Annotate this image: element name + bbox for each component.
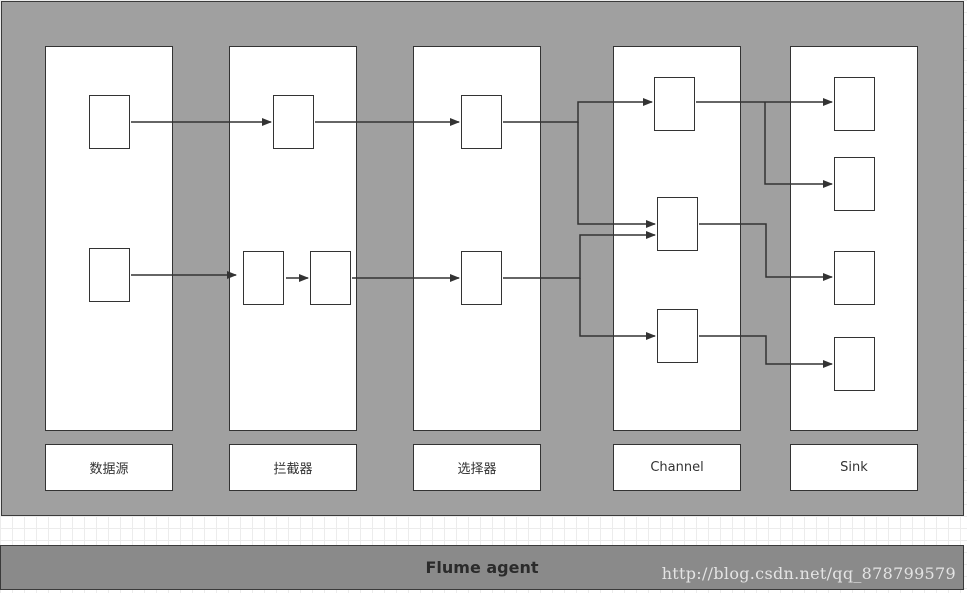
interceptor-label: 拦截器 [229, 444, 357, 491]
watermark-text: http://blog.csdn.net/qq_878799579 [661, 564, 956, 583]
sink-label: Sink [790, 444, 918, 491]
sink-node-3 [834, 251, 875, 305]
channel-label: Channel [613, 444, 741, 491]
sink-node-4 [834, 337, 875, 391]
source-node-2 [89, 248, 130, 302]
source-node-1 [89, 95, 130, 149]
interceptor-node-1 [273, 95, 314, 149]
channel-node-3 [657, 309, 698, 363]
selector-node-1 [461, 95, 502, 149]
flume-agent-bar: Flume agent [0, 545, 964, 590]
interceptor-node-2b [310, 251, 351, 305]
source-label: 数据源 [45, 444, 173, 491]
selector-label: 选择器 [413, 444, 541, 491]
sink-node-1 [834, 77, 875, 131]
channel-node-1 [654, 77, 695, 131]
selector-node-2 [461, 251, 502, 305]
sink-node-2 [834, 157, 875, 211]
interceptor-node-2a [243, 251, 284, 305]
agent-title: Flume agent [425, 558, 539, 577]
channel-node-2 [657, 197, 698, 251]
